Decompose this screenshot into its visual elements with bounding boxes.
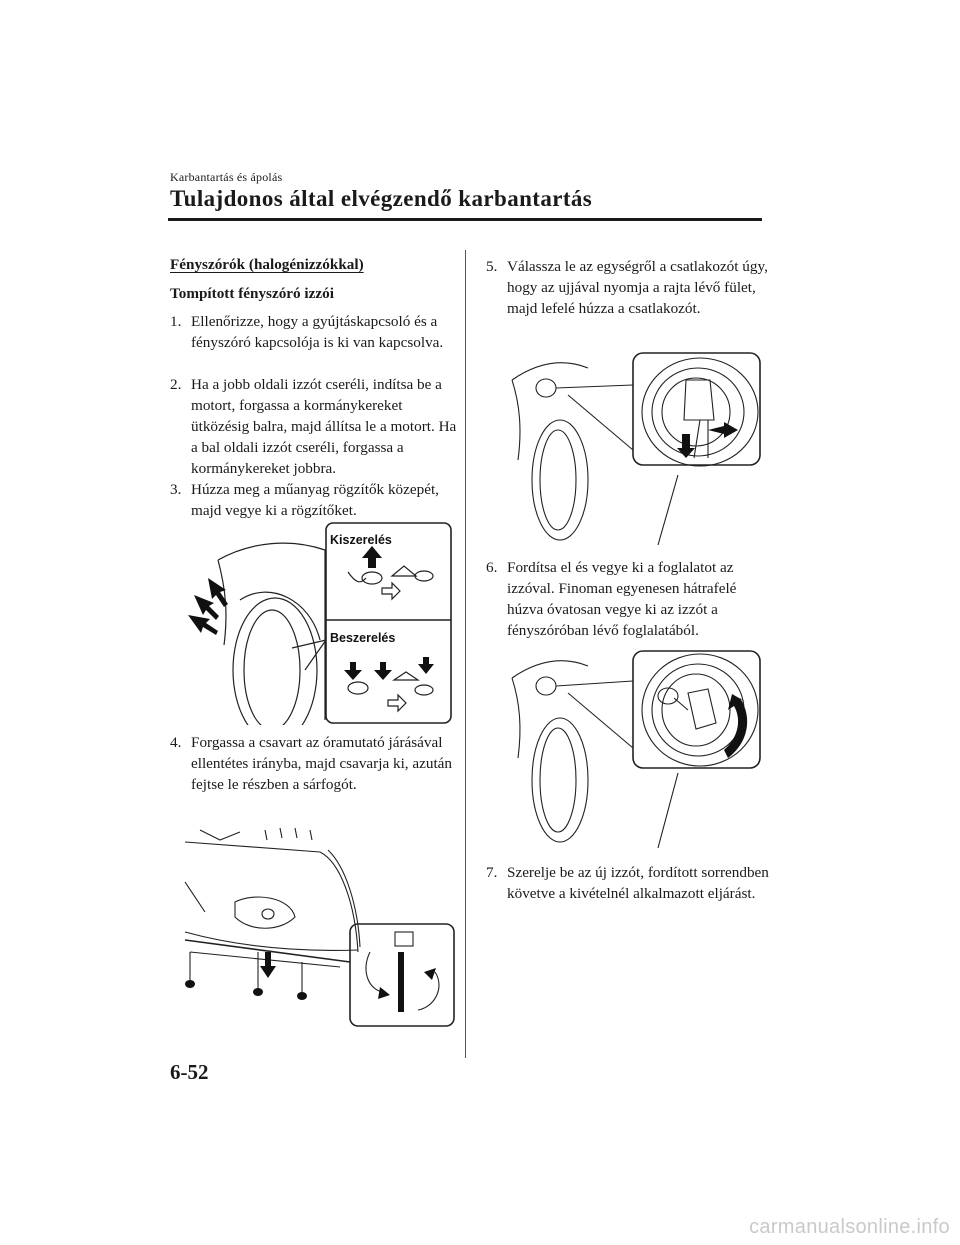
figure-screw-removal	[180, 822, 458, 1030]
step-6: 6. Fordítsa el és vegye ki a foglalatot …	[486, 557, 776, 641]
watermark: carmanualsonline.info	[749, 1216, 950, 1238]
figure-bulb-socket	[508, 648, 763, 853]
column-divider	[465, 250, 466, 1058]
section-heading: Fényszórók (halogénizzókkal)	[170, 256, 364, 273]
page-number: 6-52	[170, 1060, 209, 1084]
step-text: Ellenőrizze, hogy a gyújtáskapcsoló és a…	[191, 313, 444, 351]
step-number: 6.	[486, 559, 498, 576]
page-title: Tulajdonos által elvégzendő karbantartás	[170, 186, 593, 211]
title-rule	[168, 218, 762, 221]
step-7: 7. Szerelje be az új izzót, fordított so…	[486, 862, 776, 904]
step-number: 7.	[486, 864, 498, 881]
step-number: 1.	[170, 313, 182, 330]
figure-connector-drawing	[511, 352, 761, 546]
figure-clip-removal-drawing: Kiszerelés Beszerelés	[188, 522, 452, 725]
step-text: Válassza le az egységről a csatlakozót ú…	[507, 258, 768, 317]
step-text: Fordítsa el és vegye ki a foglalatot az …	[507, 559, 737, 639]
figure-label-install: Beszerelés	[330, 631, 395, 645]
step-2: 2. Ha a jobb oldali izzót cseréli, indít…	[170, 374, 460, 479]
step-text: Forgassa a csavart az óramutató járásáva…	[191, 734, 453, 793]
section-label: Karbantartás és ápolás	[170, 170, 283, 184]
step-number: 5.	[486, 258, 498, 275]
figure-clip-removal: Kiszerelés Beszerelés	[180, 520, 455, 725]
step-number: 3.	[170, 481, 182, 498]
step-1: 1. Ellenőrizze, hogy a gyújtáskapcsoló é…	[170, 311, 460, 353]
step-4: 4. Forgassa a csavart az óramutató járás…	[170, 732, 460, 795]
figure-bulb-socket-drawing	[511, 650, 761, 849]
figure-label-removal: Kiszerelés	[330, 533, 392, 547]
step-text: Szerelje be az új izzót, fordított sorre…	[507, 864, 769, 902]
step-3: 3. Húzza meg a műanyag rögzítők közepét,…	[170, 479, 460, 521]
figure-connector	[508, 350, 763, 550]
step-text: Ha a jobb oldali izzót cseréli, indítsa …	[191, 376, 457, 477]
step-number: 4.	[170, 734, 182, 751]
step-number: 2.	[170, 376, 182, 393]
subsection-heading: Tompított fényszóró izzói	[170, 285, 334, 302]
step-5: 5. Válassza le az egységről a csatlakozó…	[486, 256, 776, 319]
figure-screw-removal-drawing	[184, 827, 455, 1027]
step-text: Húzza meg a műanyag rögzítők közepét, ma…	[191, 481, 439, 519]
